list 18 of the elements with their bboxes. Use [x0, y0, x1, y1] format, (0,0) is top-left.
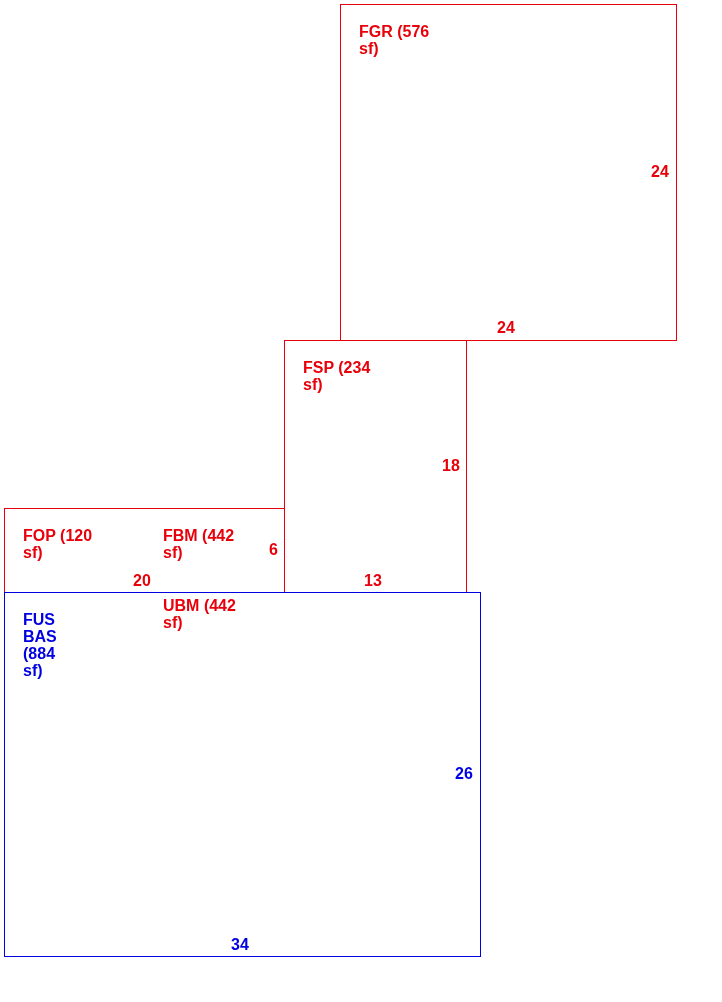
- area-label: FOP (120 sf): [23, 527, 94, 561]
- dimension-label: 24: [497, 319, 515, 336]
- area-label: FUS BAS (884 sf): [23, 611, 58, 679]
- area-outline: [340, 4, 677, 341]
- dimension-label: 24: [651, 163, 669, 180]
- area-label: FGR (576 sf): [359, 23, 431, 57]
- area-outline: [4, 592, 481, 957]
- dimension-label: 6: [269, 541, 278, 558]
- dimension-label: 26: [455, 765, 473, 782]
- area-label: FBM (442 sf): [163, 527, 236, 561]
- area-label: UBM (442 sf): [163, 597, 237, 631]
- dimension-label: 13: [364, 572, 382, 589]
- area-outline: [4, 508, 285, 593]
- dimension-label: 18: [442, 457, 460, 474]
- dimension-label: 34: [231, 936, 249, 953]
- dimension-label: 20: [133, 572, 151, 589]
- area-outline: [284, 340, 467, 593]
- area-label: FSP (234 sf): [303, 359, 372, 393]
